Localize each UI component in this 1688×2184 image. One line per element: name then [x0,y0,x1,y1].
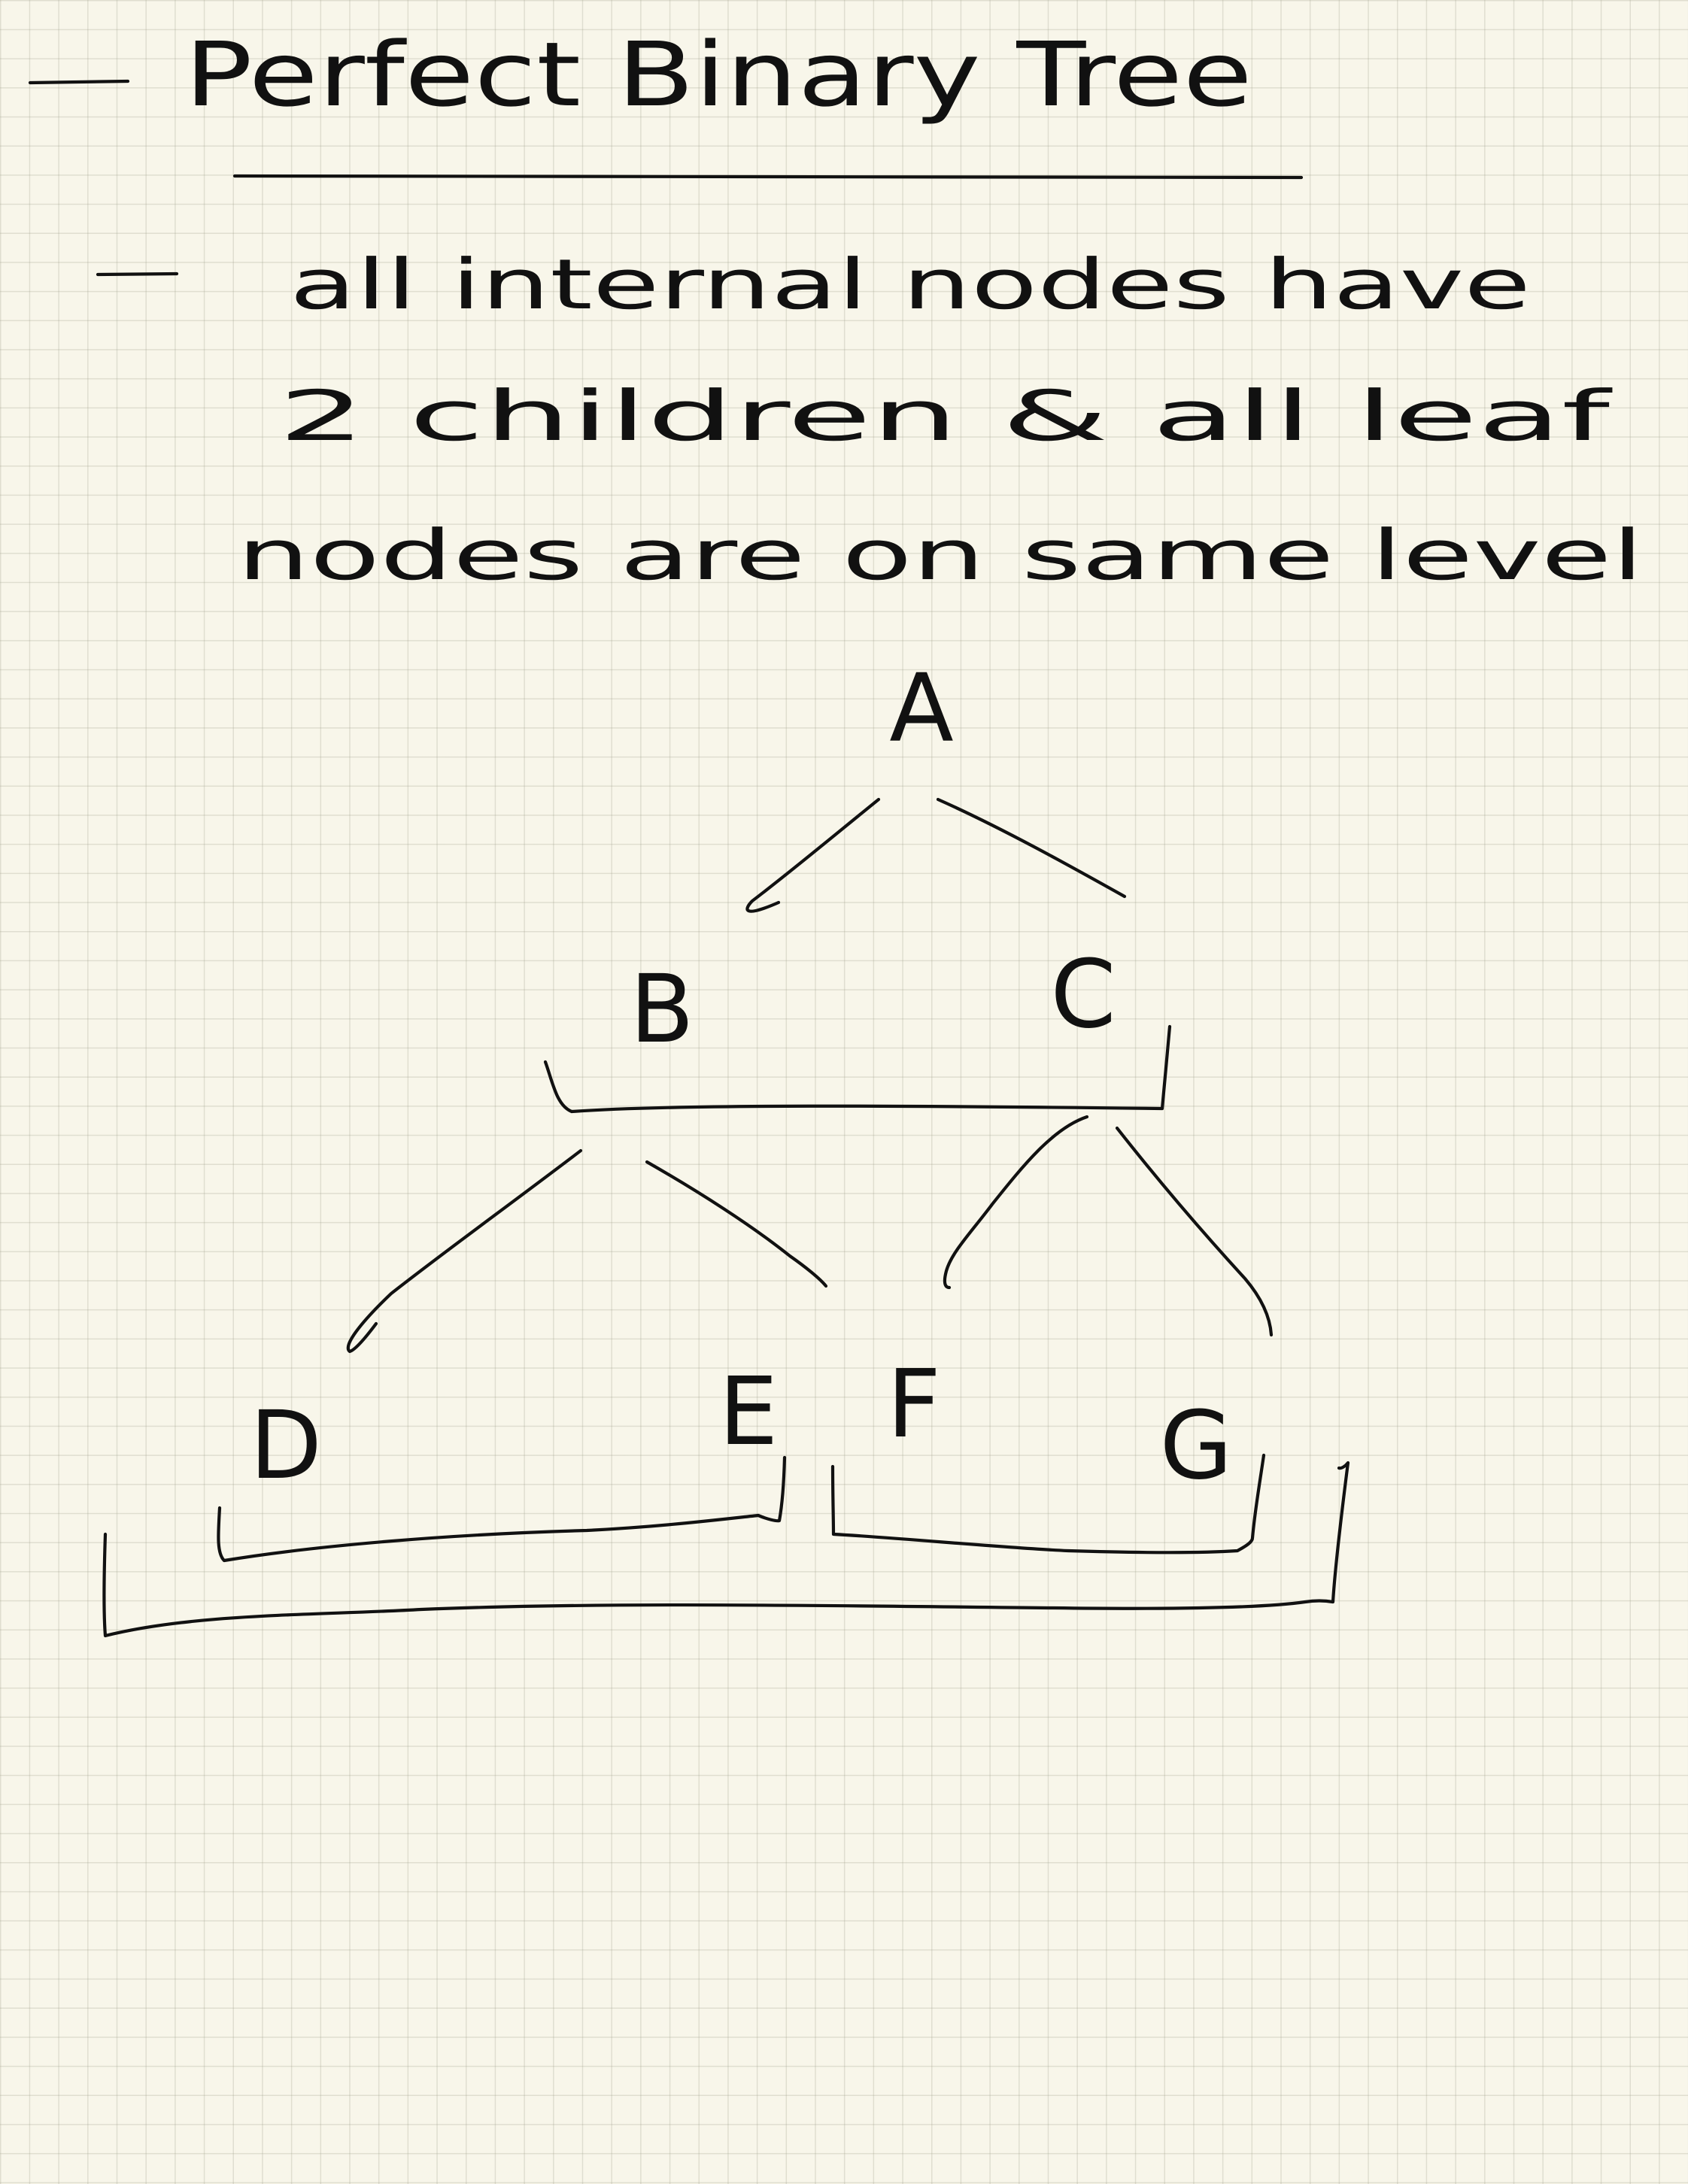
bracket-level-1 [543,1024,1172,1114]
edge-C-G [1115,1126,1274,1337]
definition-line-1: all internal nodes have [290,244,1531,325]
bracket-left-subtree [217,1455,787,1563]
bracket-right-subtree [830,1453,1266,1555]
note-title: Perfect Binary Tree [184,23,1252,126]
edge-B-D [346,1148,583,1354]
node-E: E [719,1357,779,1467]
title-underline [232,174,1304,180]
node-D: D [250,1391,322,1500]
edge-C-F [943,1115,1089,1290]
bracket-whole-tree [102,1461,1350,1638]
edge-B-E [645,1160,828,1288]
node-A: A [889,654,954,763]
node-G: G [1160,1391,1233,1500]
definition-bullet-dash [96,271,179,277]
node-B: B [630,955,694,1064]
title-bullet-dash [28,79,130,85]
edge-A-C [936,797,1127,899]
definition-line-3: nodes are on same level [237,515,1644,596]
node-F: F [887,1350,941,1459]
edge-A-B [745,797,881,913]
definition-line-2: 2 children & all leaf [278,376,1614,457]
node-C: C [1050,940,1116,1049]
